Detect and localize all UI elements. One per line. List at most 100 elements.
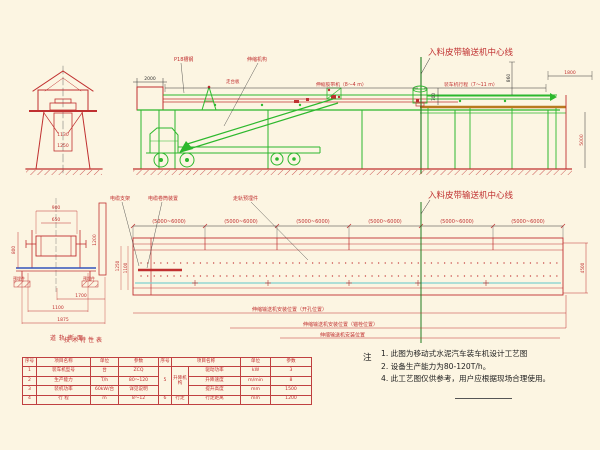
- header-cell: 序号: [158, 356, 172, 368]
- cell: mm: [240, 394, 272, 405]
- table-row: 6 行走 行走距离 mm 1200: [158, 394, 313, 405]
- table-row: 2 生产能力 T/h 80～120: [22, 375, 159, 387]
- dim-700: 700: [431, 93, 436, 101]
- plan-span-dim-5: (5000~6000): [440, 219, 474, 225]
- loading-elevation: 2000: [133, 47, 593, 175]
- cell: 行 程: [36, 394, 91, 405]
- plan-dim-1250: 1250: [115, 260, 120, 271]
- label-cable-bracket: 电缆支架: [110, 195, 130, 202]
- label-telescopic-mechanism: 伸缩机构: [247, 56, 267, 63]
- note-line: 2. 设备生产能力为80-120T/h。: [381, 361, 491, 371]
- cell: m: [90, 394, 119, 405]
- dim-650: 650: [52, 217, 61, 223]
- cell: 8～12: [118, 394, 159, 405]
- table-row: 5 升降机构 驱动功率 kW 3: [158, 366, 313, 396]
- cell: 3: [270, 366, 313, 377]
- label-walkboard: 走台板: [226, 78, 240, 85]
- dim-wall-2000: 2000: [144, 76, 156, 82]
- elevation-centerline-label: 入料皮带输送机中心线: [428, 47, 514, 58]
- cell: 1500: [270, 385, 313, 396]
- header-cell: 参数: [118, 356, 159, 368]
- dim-900: 900: [52, 205, 61, 211]
- cell: 4: [22, 394, 37, 405]
- label-belt-range: 伸缩胶带机（8～4 m）: [316, 81, 367, 88]
- plan-dim-4500: 4500: [580, 262, 585, 273]
- label-cable-reel: 电缆卷筒装置: [148, 195, 178, 202]
- header-cell: 序号: [22, 356, 37, 368]
- dim-1800: 1800: [564, 70, 576, 76]
- cell: 2: [22, 375, 37, 387]
- cell: 1200: [270, 394, 313, 405]
- label-rail-embed: 走轨预埋件: [233, 195, 258, 202]
- cell: kW: [240, 366, 272, 377]
- cell: m/min: [240, 375, 272, 387]
- header-cell: 单位: [240, 356, 272, 368]
- cell: T/h: [90, 375, 119, 387]
- note-line: 1. 此图为移动式水泥汽车装车机设计工艺图: [381, 349, 528, 358]
- cell: 行走: [171, 394, 189, 405]
- section-caption: 道轨断面: [50, 334, 86, 342]
- table-row: 4 行 程 m 8～12: [22, 394, 159, 405]
- plan-view: (5000~6000) (5000~6000) (5000~6000) (500…: [110, 190, 588, 343]
- cell: 80～120: [118, 375, 159, 387]
- inclined-conveyor: [179, 98, 339, 153]
- title-block-line: [455, 398, 512, 399]
- dim-860: 860: [506, 74, 512, 83]
- plan-pos-line-3: 伸缩输送机安装位置: [320, 332, 365, 339]
- dim-bin-a: 1130: [57, 132, 69, 138]
- cell: mm: [240, 385, 272, 396]
- table-row: 1 装车机型号 台 ZCQ: [22, 366, 159, 377]
- rail-section: 900 650 预埋件 预埋件 1200 800 1700 1100 1875: [11, 198, 107, 342]
- dim-1200: 1200: [92, 234, 98, 246]
- spec-table-title: 技术特性表: [64, 337, 105, 344]
- dim-bin-b: 1250: [57, 143, 69, 149]
- dim-1700: 1700: [75, 293, 87, 299]
- plan-pos-line-1: 伸缩输送机安装位置（开孔位置）: [252, 306, 327, 313]
- cell: 升降机构: [171, 366, 189, 396]
- cell: 详见说明: [118, 385, 159, 396]
- note-line: 4. 此工艺图仅供参考，用户应根据现场合理使用。: [381, 374, 551, 383]
- plan-span-dim-6: (5000~6000): [511, 219, 545, 225]
- cell: 行走距离: [187, 394, 242, 405]
- cell: 6: [158, 394, 172, 405]
- table-header-row: 序号 项目名称 单位 参数: [158, 356, 313, 368]
- plan-span-dim-3: (5000~6000): [296, 219, 330, 225]
- cell: 提升高度: [187, 385, 242, 396]
- label-p18-channel: P18槽钢: [174, 56, 193, 63]
- plan-dim-1100: 1100: [123, 262, 128, 273]
- cell: 8: [270, 375, 313, 387]
- label-embed-right: 预埋件: [83, 275, 95, 281]
- plan-span-dim-1: (5000~6000): [152, 219, 186, 225]
- cell: 3: [22, 385, 37, 396]
- header-cell: 项目名称: [36, 356, 91, 368]
- notes-marker: 注: [363, 353, 372, 363]
- header-cell: 单位: [90, 356, 119, 368]
- plan-span-dim-4: (5000~6000): [368, 219, 402, 225]
- cell: 生产能力: [36, 375, 91, 387]
- cell: ZCQ: [118, 366, 159, 377]
- tower-elevation: 1130 1250: [25, 65, 103, 175]
- header-cell: 参数: [270, 356, 313, 368]
- label-embed-left: 预埋件: [13, 275, 25, 281]
- truck: [146, 127, 321, 168]
- notes-block: 1. 此图为移动式水泥汽车装车机设计工艺图 2. 设备生产能力为80-120T/…: [381, 348, 550, 386]
- plan-span-dim-2: (5000~6000): [224, 219, 258, 225]
- dim-800: 800: [11, 246, 16, 254]
- cell: 驱动功率: [187, 366, 242, 377]
- dim-1100: 1100: [52, 305, 64, 311]
- spec-table-left: 序号 项目名称 单位 参数 1 装车机型号 台 ZCQ 2 生产能力 T/h 8…: [22, 356, 159, 405]
- dim-1875: 1875: [57, 317, 69, 323]
- header-cell: 项目名称: [170, 356, 242, 368]
- cell: 5: [158, 366, 172, 396]
- cell: 1: [22, 366, 37, 377]
- cell: 装车机型号: [36, 366, 91, 377]
- dim-5000: 5000: [579, 134, 585, 146]
- plan-centerline-label: 入料皮带输送机中心线: [428, 190, 514, 201]
- table-row: 3 装机功率 60kW/台 详见说明: [22, 385, 159, 396]
- plan-pos-line-2: 伸缩输送机安装位置（锚栓位置）: [303, 321, 378, 328]
- table-header-row: 序号 项目名称 单位 参数: [22, 356, 159, 368]
- label-travel-range: 装车机行程（7～11 m）: [444, 81, 498, 88]
- cell: 60kW/台: [90, 385, 119, 396]
